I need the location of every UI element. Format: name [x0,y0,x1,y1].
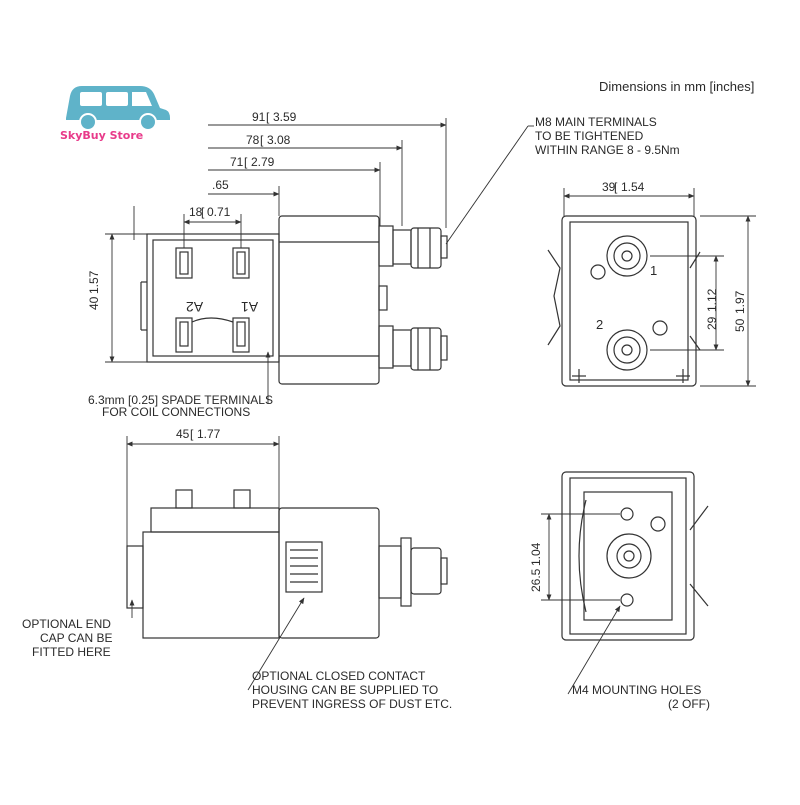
end-view-top [547,215,701,387]
note-end-cap-3: FITTED HERE [32,645,111,659]
note-spade-terminals-1: 6.3mm [0.25] SPADE TERMINALS [88,393,273,407]
side-view-bottom [126,489,448,639]
terminal-2-label: 2 [596,317,604,332]
note-contact-housing-1: OPTIONAL CLOSED CONTACT [252,669,426,683]
dimension-lines-end [563,188,756,387]
note-main-terminals-2: TO BE TIGHTENED [535,129,644,143]
dim-50-in: 1.97 [733,290,747,314]
dim-91-mm: 91 [252,110,266,124]
dim-50-mm: 50 [733,318,747,332]
dim-45-in: 1.77 [197,427,221,441]
terminal-1-label: 1 [650,263,658,278]
dim-71-in: 2.79 [251,155,275,169]
dim-78-mm: 78 [246,133,260,147]
store-logo-car-icon [66,86,170,131]
dimension-lines-bottom [126,436,305,691]
terminal-a2-label: A2 [186,299,204,315]
dimension-lines-top [105,118,534,404]
dim-91-in: 3.59 [273,110,297,124]
dimension-lines-mount [541,513,621,695]
note-main-terminals-3: WITHIN RANGE 8 - 9.5Nm [535,143,680,157]
note-main-terminals-1: M8 MAIN TERMINALS [535,115,657,129]
dim-40-mm: 40 [87,296,101,310]
store-name: SkyBuy Store [60,129,144,142]
dim-18-mm: 18 [189,205,203,219]
dim-26-5-mm: 26.5 [529,568,543,592]
dim-18-in: 0.71 [207,205,231,219]
note-contact-housing-3: PREVENT INGRESS OF DUST ETC. [252,697,453,711]
units-note: Dimensions in mm [inches] [599,79,755,94]
note-end-cap-1: OPTIONAL END [22,617,111,631]
side-view-top [140,215,448,385]
note-contact-housing-2: HOUSING CAN BE SUPPLIED TO [252,683,439,697]
dim-39-in: 1.54 [621,180,645,194]
note-spade-terminals-2: FOR COIL CONNECTIONS [102,405,251,419]
mounting-view [561,471,709,641]
dim-26-5-in: 1.04 [529,542,543,566]
dim-40-in: 1.57 [87,270,101,294]
note-mounting-holes-2: (2 OFF) [668,697,710,711]
note-end-cap-2: CAP CAN BE [40,631,113,645]
dim-71-mm: 71 [230,155,244,169]
note-mounting-holes-1: M4 MOUNTING HOLES [572,683,702,697]
dim-78-in: 3.08 [267,133,291,147]
dim-29-in: 1.12 [705,288,719,312]
terminal-a1-label: A1 [241,299,259,315]
dim-39-mm: 39 [602,180,616,194]
dim-45-mm: 45 [176,427,190,441]
dim-65: .65 [212,178,229,192]
dim-29-mm: 29 [705,316,719,330]
